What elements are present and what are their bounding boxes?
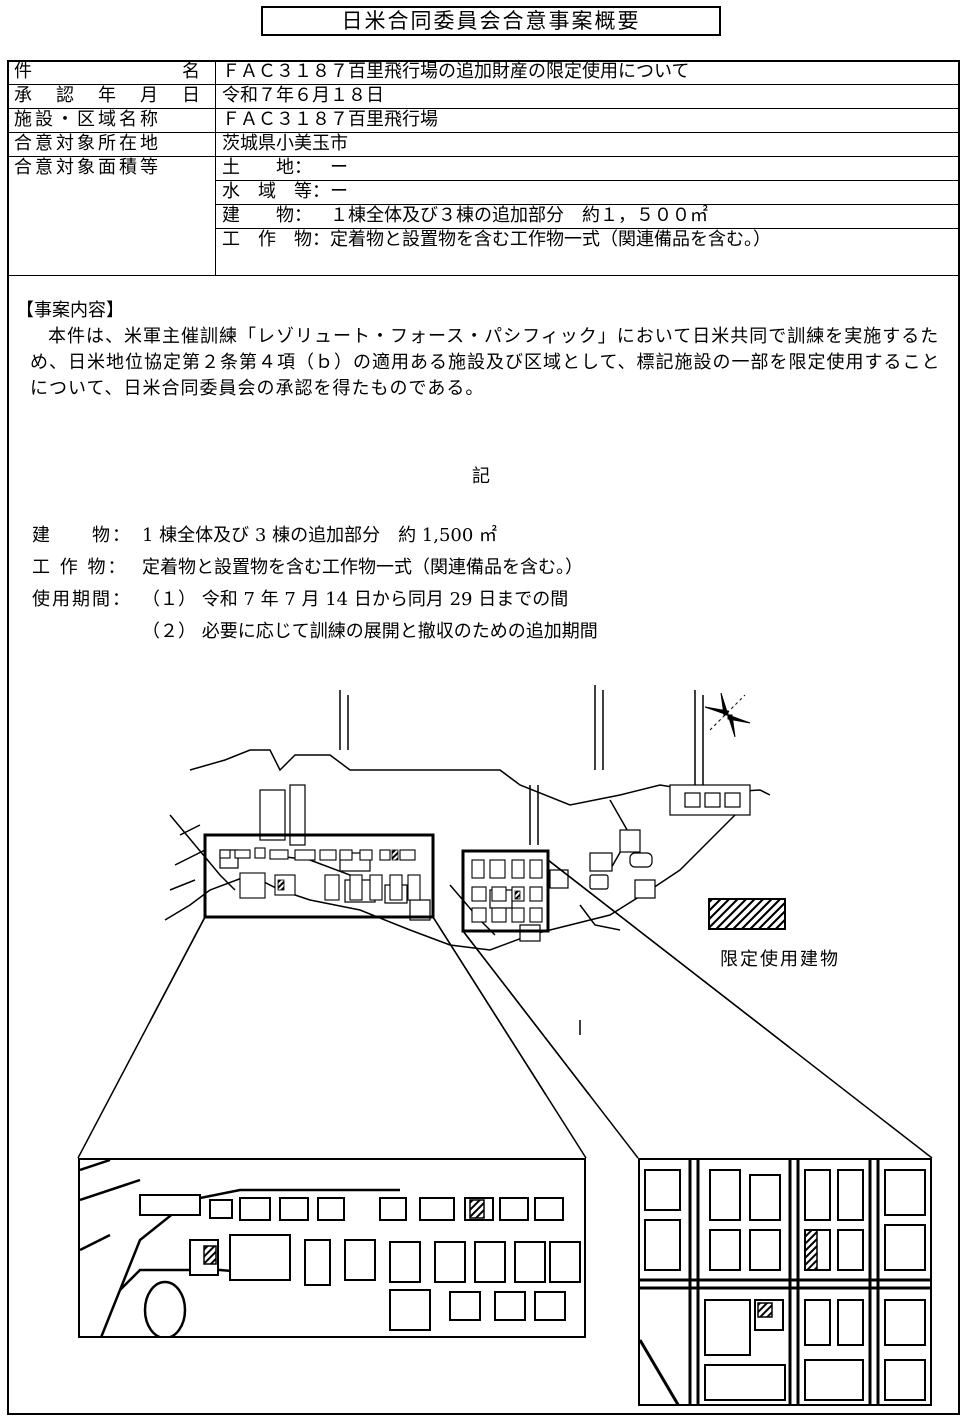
detail-area-box-2 (461, 849, 550, 933)
area-row-label: 土 地： (222, 157, 312, 178)
area-row-structure: 工 作 物：定着物と設置物を含む工作物一式（関連備品を含む。） (215, 228, 960, 276)
legend-hatch-swatch (708, 898, 786, 930)
detail-building: 建 物： 1 棟全体及び 3 棟の追加部分 約 1,500 ㎡ (32, 520, 598, 552)
detail-label: 使用期間： (32, 589, 132, 610)
area-row-value: 定着物と設置物を含む工作物一式（関連備品を含む。） (330, 229, 771, 250)
ki-heading: 記 (472, 466, 490, 487)
area-label: 合意対象面積等 (7, 156, 216, 276)
detail-inset-2 (638, 1158, 932, 1406)
detail-structure: 工 作 物： 定着物と設置物を含む工作物一式（関連備品を含む。） (32, 552, 598, 584)
content-section: 【事案内容】 本件は、米軍主催訓練「レゾリュート・フォース・パシフィック」におい… (16, 298, 946, 402)
detail-period-2: （２） 必要に応じて訓練の展開と撤収のための追加期間 (32, 616, 598, 648)
area-row-value: ー (330, 181, 348, 202)
detail-inset-1 (78, 1158, 586, 1338)
north-arrow-icon (704, 692, 751, 738)
page-title: 日米合同委員会合意事案概要 (261, 6, 721, 36)
legend-label: 限定使用建物 (720, 949, 840, 970)
area-row-label: 工 作 物： (222, 229, 330, 250)
area-row-label: 建 物： (222, 205, 312, 226)
date-label: 承 認 年 月 日 (7, 84, 216, 109)
detail-label: 建 物： (32, 525, 132, 546)
detail-label: 工 作 物： (32, 557, 128, 578)
facility-map (150, 685, 790, 1095)
detail-value: 1 棟全体及び 3 棟の追加部分 約 1,500 ㎡ (142, 525, 498, 546)
area-row-label: 水 域 等： (222, 181, 330, 202)
content-heading: 【事案内容】 (16, 300, 124, 321)
subject-label: 件 名 (7, 60, 216, 85)
detail-area-box-1 (203, 833, 435, 919)
location-value: 茨城県小美玉市 (215, 132, 960, 157)
area-row-building: 建 物： １棟全体及び３棟の追加部分 約１，５００㎡ (215, 204, 960, 229)
content-paragraph: 本件は、米軍主催訓練「レゾリュート・フォース・パシフィック」において日米共同で訓… (30, 326, 941, 399)
detail-value: （１） 令和 7 年 7 月 14 日から同月 29 日までの間 (142, 589, 569, 610)
area-row-value: ー (330, 157, 348, 178)
area-row-value: １棟全体及び３棟の追加部分 約１，５００㎡ (330, 205, 708, 226)
location-label: 合意対象所在地 (7, 132, 216, 157)
details-list: 建 物： 1 棟全体及び 3 棟の追加部分 約 1,500 ㎡ 工 作 物： 定着物… (32, 520, 598, 648)
info-table: 件 名 ＦＡＣ３１８７百里飛行場の追加財産の限定使用について 承 認 年 月 日… (7, 60, 960, 276)
detail-value: 定着物と設置物を含む工作物一式（関連備品を含む。） (142, 557, 583, 578)
detail-period: 使用期間： （１） 令和 7 年 7 月 14 日から同月 29 日までの間 (32, 584, 598, 616)
detail-value: （２） 必要に応じて訓練の展開と撤収のための追加期間 (142, 621, 598, 642)
